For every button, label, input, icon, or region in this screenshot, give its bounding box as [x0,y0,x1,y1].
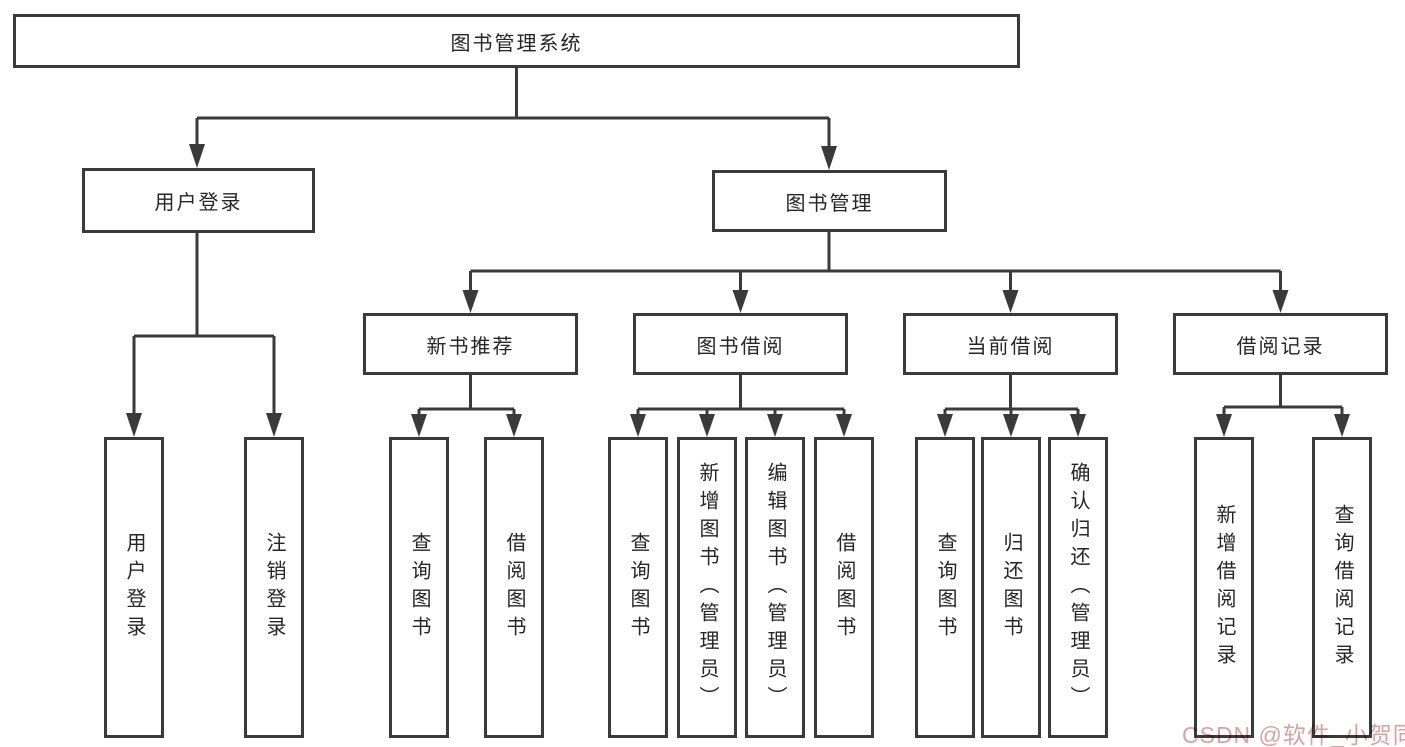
arrowhead-icon [699,414,715,437]
arrowhead-icon [126,413,142,437]
node-label: 查询图书 [627,531,649,644]
leaf-borrow-books-recommend: 借阅图书 [484,437,544,738]
node-label: 新书推荐 [426,335,515,358]
arrowhead-icon [462,290,479,313]
node-label: 查询借阅记录 [1331,503,1353,672]
arrowhead-icon [189,144,205,168]
leaf-confirm-return-admin: 确认归还（管理员） [1048,437,1108,738]
node-book-borrow: 图书借阅 [633,313,848,375]
node-new-book-recommend: 新书推荐 [363,313,578,375]
arrowhead-icon [1002,290,1019,313]
arrowhead-icon [1003,414,1019,437]
node-label: 图书借阅 [696,335,785,358]
leaf-query-books-recommend: 查询图书 [389,437,449,738]
leaf-logout: 注销登录 [244,437,304,738]
connector-user-login-to-leaves [126,233,282,437]
watermark-text: CSDN @软件_小贺同学 [1182,722,1405,747]
node-label: 注销登录 [263,531,285,644]
arrowhead-icon [266,413,282,437]
arrowhead-icon [411,414,427,437]
node-label: 图书管理 [785,192,874,215]
node-current-borrow: 当前借阅 [903,313,1118,375]
connector-current-borrow-to-leaves [937,375,1086,437]
node-label: 借阅记录 [1236,335,1325,358]
arrowhead-icon [1070,414,1086,437]
leaf-return-books: 归还图书 [981,437,1041,738]
node-label: 归还图书 [1000,531,1022,644]
leaf-borrow-books: 借阅图书 [814,437,874,738]
leaf-query-books-borrow: 查询图书 [608,437,668,738]
arrowhead-icon [1334,414,1350,437]
node-label: 图书管理系统 [450,32,583,55]
arrowhead-icon [506,414,522,437]
arrowhead-icon [821,146,837,170]
arrowhead-icon [732,290,749,313]
leaf-query-books-current: 查询图书 [915,437,975,738]
connector-new-book-to-leaves [411,375,522,437]
node-borrow-records: 借阅记录 [1173,313,1388,375]
node-label: 当前借阅 [966,335,1055,358]
node-label: 确认归还（管理员） [1067,461,1089,714]
connector-book-management-to-level3 [462,232,1289,313]
connector-book-borrow-to-leaves [630,375,852,437]
node-label: 查询图书 [408,531,430,644]
leaf-user-login: 用户登录 [104,437,164,738]
leaf-add-borrow-record: 新增借阅记录 [1194,437,1254,738]
connector-root-to-level2 [189,68,837,170]
node-root-system: 图书管理系统 [13,14,1020,68]
leaf-query-borrow-record: 查询借阅记录 [1312,437,1372,738]
node-label: 用户登录 [123,531,145,644]
node-label: 用户登录 [154,192,243,214]
node-label: 新增图书（管理员） [696,461,718,714]
node-label: 借阅图书 [833,531,855,644]
node-book-management: 图书管理 [712,170,947,232]
node-label: 新增借阅记录 [1213,503,1235,672]
arrowhead-icon [767,414,783,437]
arrowhead-icon [1272,290,1289,313]
leaf-edit-books-admin: 编辑图书（管理员） [745,437,805,738]
node-user-login: 用户登录 [82,168,315,233]
node-label: 借阅图书 [503,531,525,644]
arrowhead-icon [1216,414,1232,437]
node-label: 查询图书 [934,531,956,644]
leaf-add-books-admin: 新增图书（管理员） [677,437,737,738]
arrowhead-icon [630,414,646,437]
arrowhead-icon [937,414,953,437]
arrowhead-icon [836,414,852,437]
connector-borrow-record-to-leaves [1216,375,1350,437]
node-label: 编辑图书（管理员） [764,461,786,714]
